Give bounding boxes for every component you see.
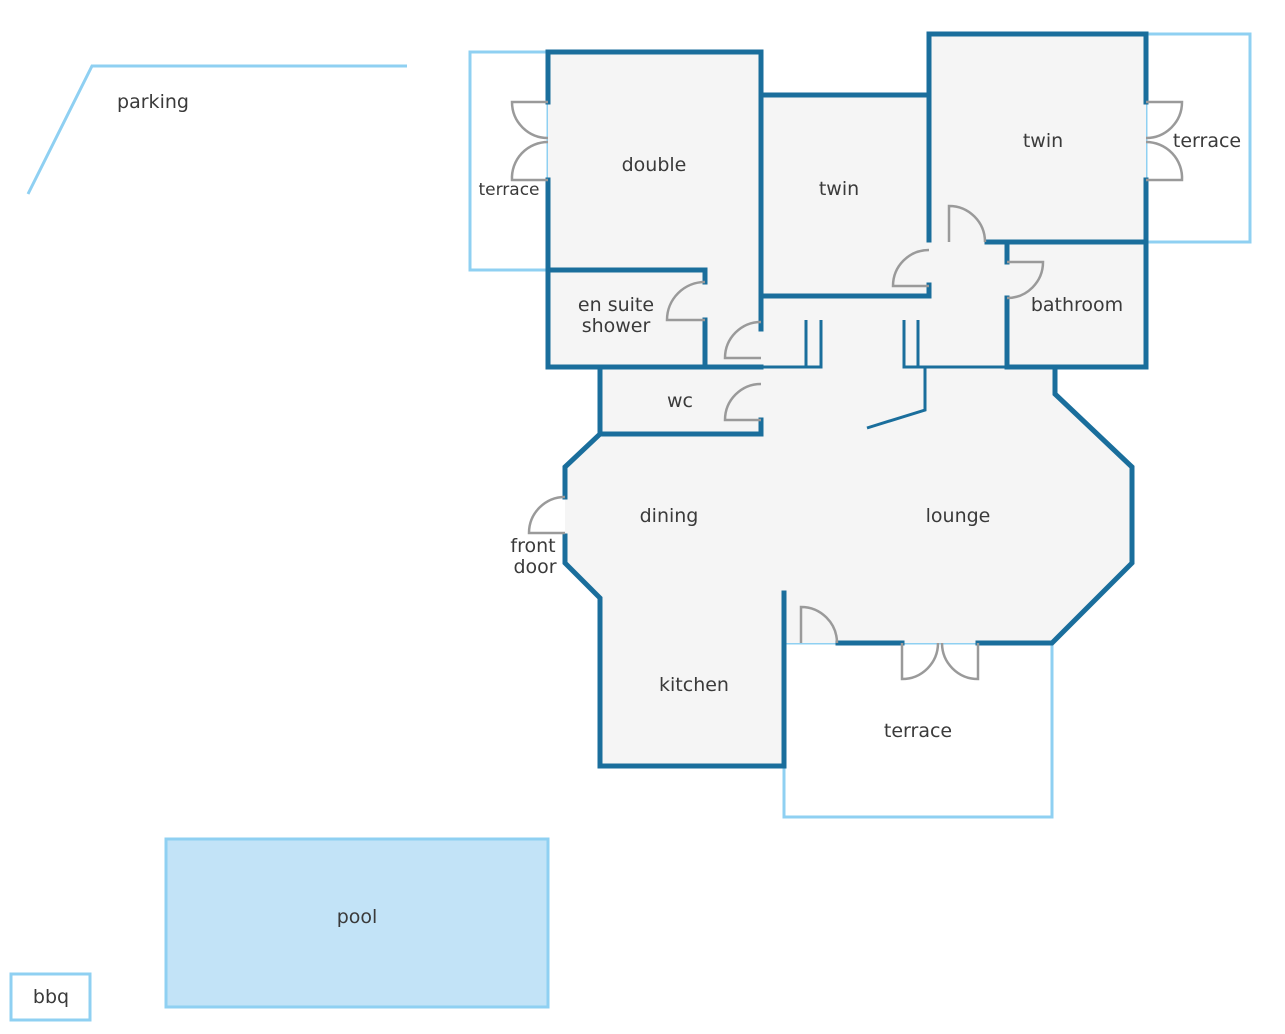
walls bbox=[545, 31, 1149, 769]
parking-label: parking bbox=[117, 91, 189, 113]
kitchen-label: kitchen bbox=[659, 674, 729, 696]
bathroom-label: bathroom bbox=[1031, 294, 1123, 316]
terrace-left-area bbox=[468, 50, 550, 272]
bbq-label: bbq bbox=[33, 986, 69, 1008]
pool bbox=[164, 837, 550, 1009]
dining-label: dining bbox=[640, 505, 699, 527]
parking-outline bbox=[26, 64, 407, 195]
front-door-label-line1: front bbox=[510, 535, 555, 557]
en-suite-label-line1: en suite bbox=[578, 294, 654, 316]
terrace-left-label: terrace bbox=[478, 180, 539, 200]
front-door-label-line2: door bbox=[513, 556, 556, 578]
pool-label: pool bbox=[337, 906, 378, 928]
floor-area bbox=[548, 34, 1146, 766]
terrace-right-label: terrace bbox=[1173, 130, 1241, 152]
terrace-bottom-label: terrace bbox=[884, 720, 952, 742]
wc-label: wc bbox=[667, 390, 693, 412]
twin-middle-label: twin bbox=[819, 178, 859, 200]
double-bedroom-label: double bbox=[622, 154, 687, 176]
twin-right-label: twin bbox=[1023, 130, 1063, 152]
en-suite-label-line2: shower bbox=[582, 315, 651, 337]
lounge-label: lounge bbox=[926, 505, 991, 527]
bbq bbox=[9, 972, 92, 1022]
doors bbox=[510, 100, 1184, 681]
